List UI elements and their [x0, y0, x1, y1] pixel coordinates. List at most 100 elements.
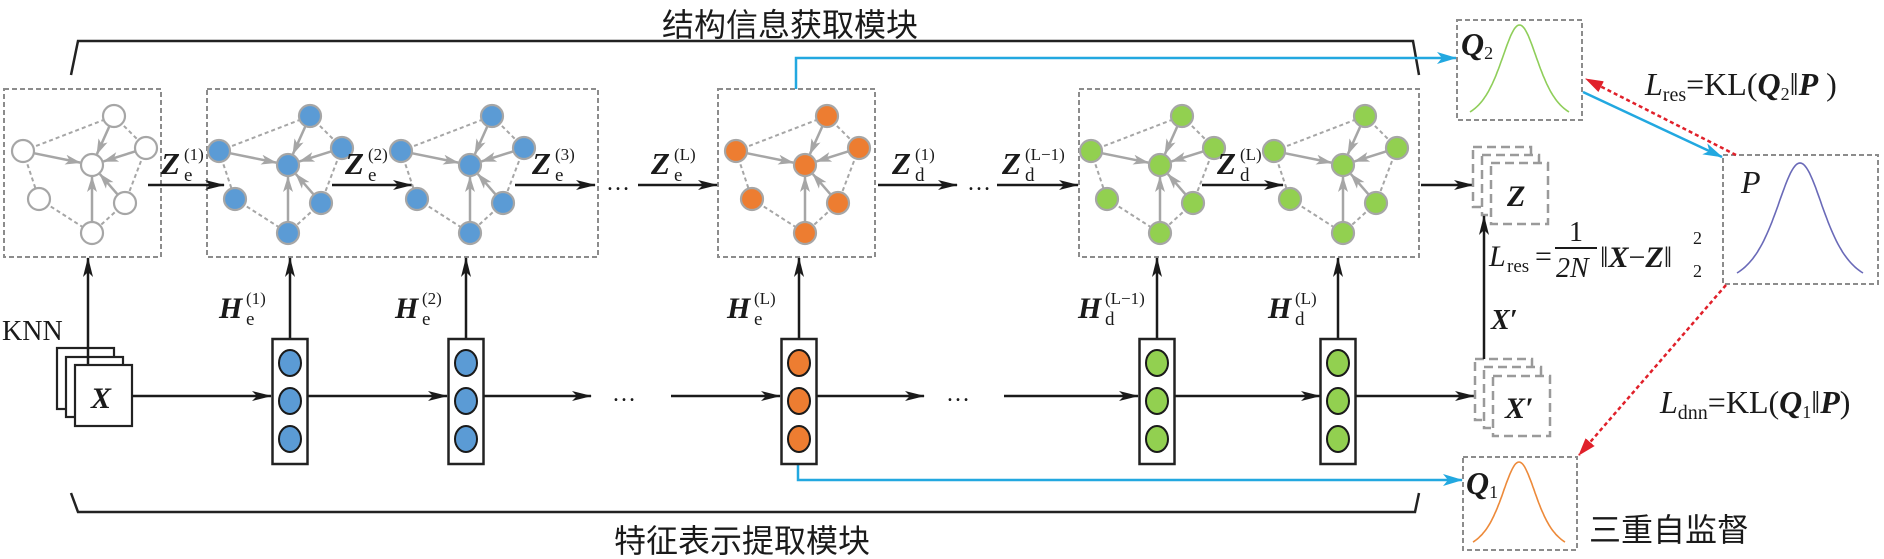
graph-2-encoder [206, 103, 355, 246]
graph-node [490, 190, 516, 216]
z-output-label: Z [1506, 180, 1525, 213]
graph-edge-arrow [33, 151, 82, 165]
feature-module-title: 特征表示提取模块 [614, 522, 870, 559]
graph-edge-arrow [1101, 151, 1150, 165]
neuron [278, 425, 302, 453]
graph-node [1094, 186, 1120, 212]
graph-3-encoder [388, 103, 537, 246]
graph-center-node [1147, 152, 1173, 178]
p-label: P [1740, 164, 1761, 200]
graph-edge-arrow [1353, 150, 1387, 163]
graph-node [479, 103, 505, 129]
svg-text:1: 1 [1569, 217, 1583, 248]
graph-node [1352, 103, 1378, 129]
graph-edge-arrow [1346, 125, 1362, 155]
graph-node [388, 138, 414, 164]
graph-edge-arrow [98, 173, 119, 196]
x-prime-stack-front [1491, 374, 1552, 438]
graph-edge-arrow [1349, 173, 1370, 196]
reconstruction-loss-formula: L res = 1 2N ‖X−Z‖ 2 2 [1488, 217, 1702, 284]
graph-4-bottleneck [723, 103, 872, 246]
dnn-layers [271, 337, 1357, 466]
graph-center-node [275, 152, 301, 178]
x-prime-edge-label: X′ [1490, 305, 1518, 336]
label-h-eL: H e (L) [726, 289, 776, 330]
neuron [454, 349, 478, 377]
z-stack-front [1489, 161, 1550, 226]
graph-edge-dashed [1273, 115, 1366, 152]
neuron [1145, 387, 1169, 415]
x-prime-output-label: X′ [1504, 392, 1533, 425]
neuron [1145, 425, 1169, 453]
graph-node [308, 190, 334, 216]
graph-edge-arrow [480, 150, 514, 163]
graph-center-node [1330, 152, 1356, 178]
label-z-e3: Z e (3) [531, 145, 575, 186]
graph-node [275, 220, 301, 246]
graph-node [404, 186, 430, 212]
graph-edge-arrow [95, 125, 111, 155]
graph-node [739, 186, 765, 212]
graph-node [792, 220, 818, 246]
input-x-label: X [90, 382, 112, 415]
ellipsis-top-1: … [606, 170, 630, 196]
label-z-dL: Z d (L) [1216, 145, 1262, 186]
neuron [1326, 349, 1350, 377]
graph-node [112, 190, 138, 216]
label-h-dL: H d (L) [1267, 289, 1317, 330]
q2-label: Q2 [1461, 26, 1493, 63]
graph-node [1180, 190, 1206, 216]
graph-edge-arrow [1163, 125, 1179, 155]
graph-node [1169, 103, 1195, 129]
graph-edge-dashed [735, 115, 828, 152]
label-z-e1: Z e (1) [160, 145, 204, 186]
graph-node [1384, 135, 1410, 161]
dnn-layer-5-decoder [1319, 337, 1357, 466]
q1-distribution-curve [1472, 461, 1566, 543]
graph-node [511, 135, 537, 161]
graph-edge-arrow [291, 125, 307, 155]
knn-label: KNN [2, 316, 63, 347]
bottleneck-to-q2-arrow [794, 52, 1457, 89]
ellipsis-bottom-1: … [612, 381, 636, 407]
q2-distribution-box [1456, 19, 1583, 121]
graph-edge-arrow [808, 125, 824, 155]
graph-center-node [792, 152, 818, 178]
graph-1-input [10, 103, 159, 246]
graph-edge-arrow [1170, 150, 1204, 163]
graph-edge-arrow [102, 150, 136, 163]
label-z-d1: Z d (1) [891, 145, 935, 186]
svg-text:L: L [1488, 240, 1506, 273]
graph-edge-arrow [298, 150, 332, 163]
graph-edge-arrow [229, 151, 278, 165]
graph-node [1147, 220, 1173, 246]
svg-text:res: res [1507, 256, 1529, 277]
ellipsis-bottom-2: … [946, 381, 970, 407]
graph-node [1277, 186, 1303, 212]
dnn-layer-2-encoder [447, 337, 485, 466]
graph-node [846, 135, 872, 161]
q1-label: Q1 [1466, 465, 1498, 502]
p-to-q2-kl-arrow [1585, 77, 1737, 157]
neuron [278, 349, 302, 377]
graph-node [825, 190, 851, 216]
graph-edge-dashed [1090, 115, 1183, 152]
graph-6-decoder [1261, 103, 1410, 246]
graph-node [1201, 135, 1227, 161]
dnn-bottleneck-to-q1-arrow [796, 464, 1463, 486]
graph-node [10, 138, 36, 164]
graph-node [101, 103, 127, 129]
graph-layers [10, 103, 1410, 246]
graph-edge-arrow [746, 151, 795, 165]
graph-edge-dashed [400, 115, 493, 152]
kl-q2-loss-formula: Lres=KL(Q2‖P ) [1644, 66, 1837, 106]
graph-edge-dashed [218, 115, 311, 152]
graph-edge-arrow [815, 150, 849, 163]
label-h-dL-1: H d (L−1) [1077, 289, 1145, 330]
q2-distribution-curve [1469, 24, 1570, 113]
dnn-layer-1-encoder [271, 337, 309, 466]
neuron [1145, 349, 1169, 377]
graph-edge-arrow [411, 151, 460, 165]
graph-node [79, 220, 105, 246]
